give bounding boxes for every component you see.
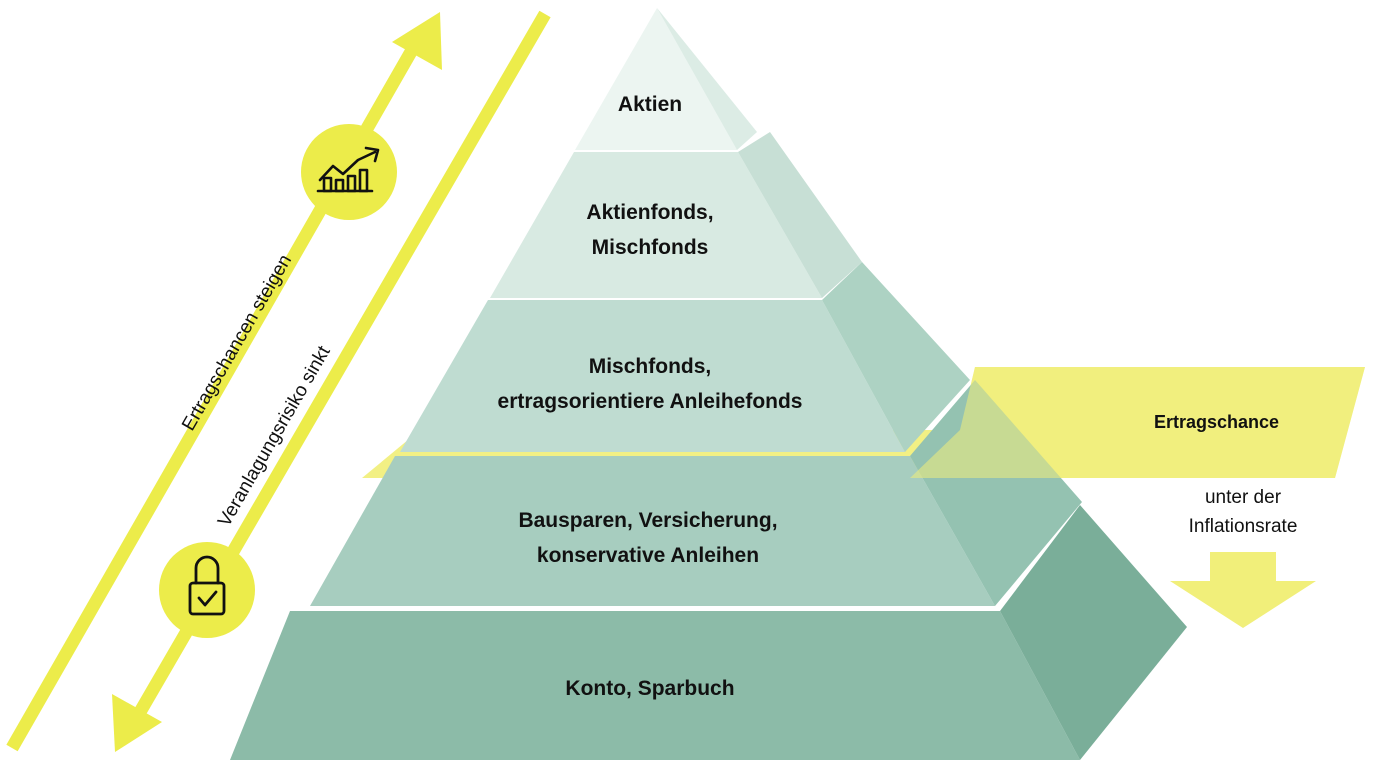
down-arrow-icon	[1170, 552, 1316, 628]
band-note-line1: unter der	[1205, 487, 1282, 508]
pyramid-level-aktien	[575, 8, 757, 150]
level-4-label-line1: Bausparen, Versicherung,	[518, 509, 777, 532]
pyramid-level-mischfonds	[400, 262, 970, 452]
level-4-label-line2: konservative Anleihen	[537, 544, 759, 567]
level-2-label-line2: Mischfonds	[592, 236, 709, 259]
level-5-label: Konto, Sparbuch	[565, 677, 734, 700]
pyramid-level-bausparen	[310, 380, 1082, 606]
pyramid-level-konto	[230, 505, 1187, 760]
level-2-label-line1: Aktienfonds,	[586, 201, 713, 224]
pyramid-level-aktienfonds	[490, 132, 862, 298]
lock-check-icon	[159, 542, 255, 638]
level-1-label: Aktien	[618, 93, 682, 116]
chart-growth-icon	[301, 124, 397, 220]
level-3-label-line1: Mischfonds,	[589, 355, 712, 378]
level-3-label-line2: ertragsorientiere Anleihefonds	[498, 390, 803, 413]
inflation-band-front	[910, 367, 1365, 478]
band-label: Ertragschance	[1154, 412, 1279, 432]
band-note-line2: Inflationsrate	[1189, 516, 1298, 537]
